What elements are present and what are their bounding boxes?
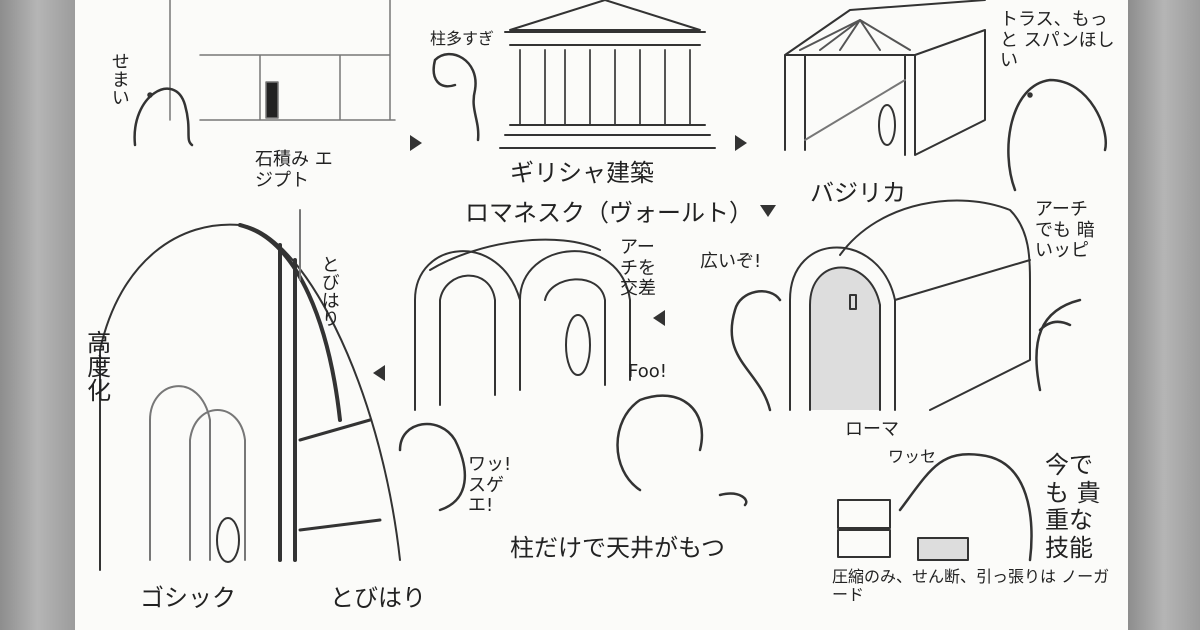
arrow-right-icon xyxy=(410,135,422,151)
greek-voice: 柱多すぎ xyxy=(430,29,495,48)
character-egypt xyxy=(133,87,194,147)
gothic-caption: ゴシック xyxy=(140,584,236,612)
flow-arrows xyxy=(373,135,776,381)
flying-buttress-note: とびはり xyxy=(318,255,340,327)
arrow-left-icon xyxy=(373,365,385,381)
stone-blocks xyxy=(837,499,969,561)
foo-voice: Foo! xyxy=(628,361,667,382)
left-blurred-margin xyxy=(0,0,75,630)
character-rome xyxy=(1035,298,1082,392)
egypt-voice: せまい xyxy=(108,52,130,106)
arrow-right-icon xyxy=(735,135,747,151)
character-wow xyxy=(398,422,467,512)
stone-note: 圧縮のみ、せん断、引っ張りは ノーガード xyxy=(832,567,1110,605)
gothic-buttress-caption: とびはり xyxy=(330,584,426,612)
basilica-caption: バジリカ xyxy=(810,179,906,207)
rome-caption: ローマ xyxy=(845,419,899,440)
character-lifter xyxy=(898,453,1033,562)
greek-temple xyxy=(499,0,716,149)
character-wide xyxy=(730,290,782,412)
egypt-caption: 石積み エジプト xyxy=(255,149,333,191)
romanesque-caption: ロマネスク（ヴォールト） xyxy=(465,199,753,227)
character-truss xyxy=(1007,78,1107,192)
greek-caption: ギリシャ建築 xyxy=(510,159,654,187)
truss-voice: トラス、もっと スパンほしい xyxy=(1000,9,1115,72)
sketch-paper xyxy=(75,0,1128,630)
columns-caption: 柱だけで天井がもつ xyxy=(510,534,726,562)
wide-voice: 広いぞ! xyxy=(700,251,762,272)
wow-voice: ワッ! スゲエ! xyxy=(468,454,512,517)
romanesque-note: アーチを 交差 xyxy=(620,237,656,300)
height-note: 高度化 xyxy=(82,330,111,402)
gothic-cathedral xyxy=(99,209,401,571)
right-blurred-margin xyxy=(1128,0,1200,630)
arrow-down-icon xyxy=(760,205,776,217)
lift-voice: ワッセ xyxy=(888,447,937,466)
truss-building xyxy=(784,0,986,156)
character-greek xyxy=(432,52,480,142)
arrow-left-icon xyxy=(653,310,665,326)
egypt-stone-wall xyxy=(169,0,396,121)
romanesque-groin-vault xyxy=(414,238,631,411)
arch-voice: アーチ でも 暗いッピ xyxy=(1035,199,1095,262)
character-foo xyxy=(616,394,748,507)
skill-note: 今でも 貴重な 技能 xyxy=(1045,451,1101,562)
roman-barrel-vault xyxy=(789,199,1031,411)
